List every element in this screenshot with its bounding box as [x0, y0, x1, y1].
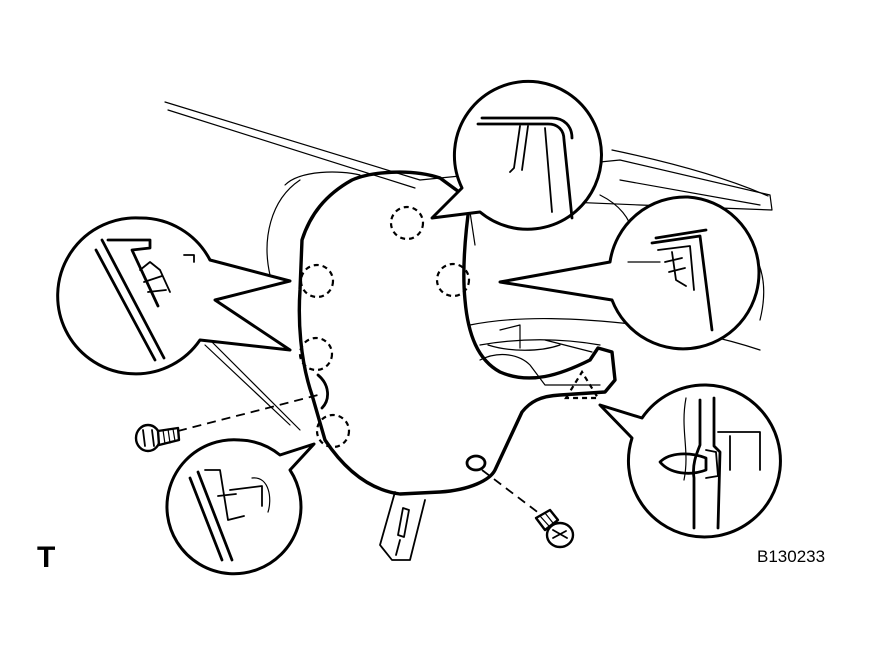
cover-panel	[297, 170, 617, 496]
clip-detail-callout	[56, 216, 292, 376]
fasteners	[134, 394, 575, 549]
clip-marker	[298, 336, 334, 372]
orientation-mark: T	[37, 541, 56, 574]
mounting-bracket	[379, 491, 426, 561]
claw-detail-callout	[598, 383, 782, 539]
left-screw	[134, 423, 181, 453]
claw-marker	[564, 369, 600, 400]
figure-number: B130233	[757, 547, 826, 566]
screw-hole	[465, 454, 487, 472]
bottom-screw	[534, 508, 575, 549]
clip-detail-callout	[498, 195, 761, 351]
clip-detail-callout	[165, 438, 316, 576]
clip-marker	[299, 263, 335, 299]
clip-marker	[315, 413, 351, 449]
clip-detail-callout	[430, 79, 603, 231]
clip-location-markers	[298, 205, 600, 449]
clip-marker	[389, 205, 425, 241]
clip-marker	[435, 262, 471, 298]
